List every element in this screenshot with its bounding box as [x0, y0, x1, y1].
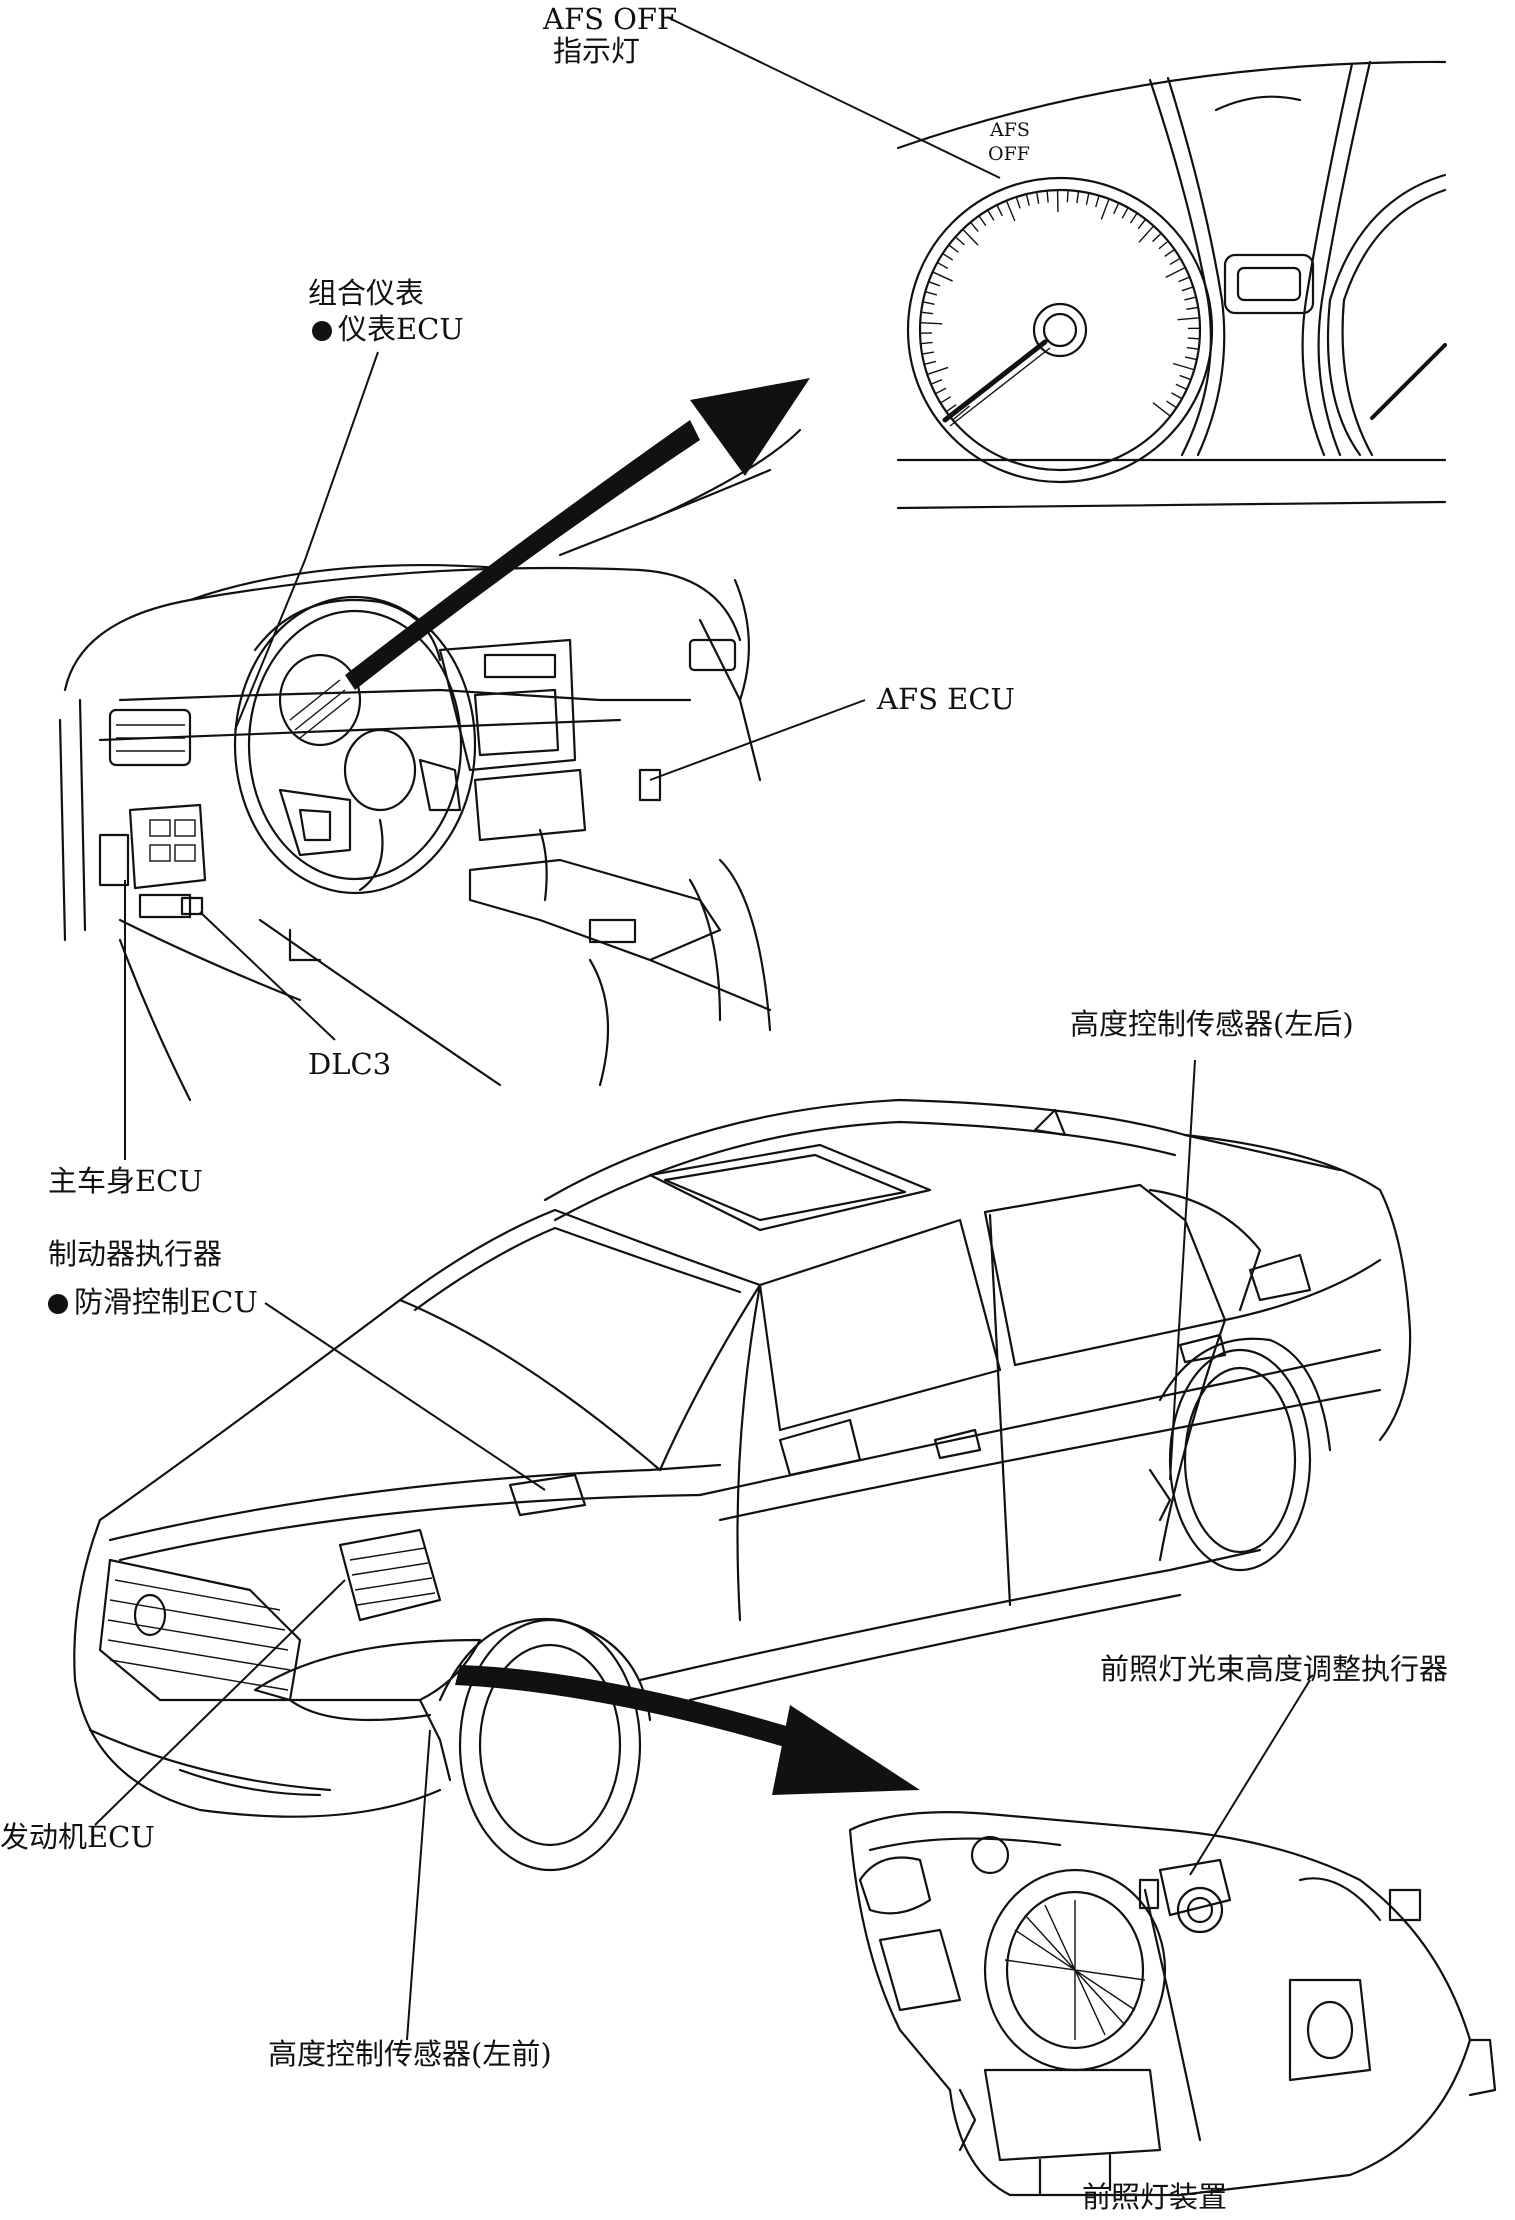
speedometer-tick [987, 209, 995, 221]
label-afs-off-indicator-1: AFS OFF [543, 2, 678, 36]
speedometer-tick [1158, 240, 1169, 250]
gauge-off-text: OFF [988, 143, 1030, 165]
speedometer-tick [936, 261, 949, 269]
speedometer-tick [1186, 306, 1199, 311]
speedometer-tick [970, 221, 979, 232]
speedometer-tick [1164, 248, 1175, 257]
car-body [73, 1098, 1412, 1872]
label-afs-ecu: AFS ECU [877, 682, 1015, 716]
speedometer-tick [1171, 392, 1183, 400]
speedometer-tick [928, 281, 941, 287]
speedometer-tick [1113, 202, 1120, 215]
speedometer-tick [1169, 257, 1181, 266]
speedometer-tick [924, 360, 937, 366]
speedometer-ticks [920, 190, 1200, 421]
speedometer-tick [1005, 200, 1016, 222]
bullet-icon [48, 1294, 68, 1314]
label-dlc3: DLC3 [308, 1047, 392, 1081]
label-afs-off-indicator-2: 指示灯 [553, 34, 641, 68]
leader-height-sensor-front [406, 1729, 431, 2041]
label-height-sensor-rear-left: 高度控制传感器(左后) [1070, 1007, 1354, 1041]
instrument-cluster-inset: AFS OFF [896, 60, 1447, 510]
bullet-icon [312, 321, 332, 341]
speedometer-tick [1025, 193, 1030, 206]
headlight-assembly-drawing [848, 1811, 1497, 2197]
leader-afs-off [666, 16, 1001, 179]
speedometer-tick [945, 404, 957, 413]
speedometer-tick [952, 405, 971, 421]
speedometer-tick [1121, 207, 1129, 219]
speedometer-tick [1085, 192, 1090, 205]
label-combination-meter: 组合仪表 [308, 276, 425, 310]
speedometer-tick [920, 341, 933, 345]
label-meter-ecu-row: 仪表ECU [312, 310, 464, 348]
speedometer-tick [1172, 362, 1195, 371]
speedometer-tick [942, 252, 954, 261]
speedometer-tick [1184, 296, 1197, 301]
label-main-body-ecu: 主车身ECU [48, 1164, 203, 1198]
speedometer-tick [1165, 266, 1186, 278]
speedometer-tick [1137, 218, 1147, 230]
gauge-afs-text: AFS [989, 119, 1030, 141]
speedometer-tick [1035, 191, 1040, 204]
speedometer-tick [1175, 383, 1188, 391]
speedometer-tick [925, 290, 938, 296]
speedometer-tick [921, 311, 934, 315]
leader-leveling-actuator [1189, 1679, 1311, 1876]
speedometer-tick [930, 378, 943, 385]
speedometer-tick [1046, 190, 1049, 203]
label-engine-ecu: 发动机ECU [0, 1820, 155, 1854]
speedometer-tick [1015, 196, 1021, 209]
leader-meter-ecu [234, 351, 379, 731]
speedometer-tick [927, 366, 949, 376]
speedometer-tick [920, 321, 943, 325]
speedometer-tick [1152, 402, 1171, 417]
label-headlight-leveling-actuator: 前照灯光束高度调整执行器 [1100, 1652, 1449, 1686]
speedometer-tick [962, 228, 979, 246]
speedometer-tick [1177, 317, 1200, 321]
speedometer-tick [922, 301, 935, 305]
speedometer-tick [1166, 400, 1177, 409]
speedometer-tick [1187, 337, 1200, 340]
speedometer-tick [955, 236, 965, 246]
label-headlight-assembly: 前照灯装置 [1082, 2180, 1228, 2214]
leader-dlc3 [199, 911, 336, 1041]
leader-engine-ecu [94, 1579, 346, 1826]
dashboard-interior [58, 428, 802, 1102]
speedometer-tick [1179, 374, 1192, 381]
speedometer-tick [1066, 190, 1069, 203]
speedometer-tick [1152, 232, 1162, 243]
speedometer-tick [932, 271, 953, 282]
label-brake-actuator: 制动器执行器 [48, 1237, 223, 1271]
arrow-to-headlight [455, 1665, 920, 1795]
speedometer-tick [996, 204, 1003, 217]
speedometer-tick [1129, 212, 1138, 224]
speedometer-tick [1100, 198, 1110, 220]
speedometer-tick [948, 244, 959, 253]
speedometer-tick [921, 351, 935, 355]
speedometer-tick [1138, 225, 1155, 243]
speedometer-tick [935, 387, 947, 395]
leader-skid-control-ecu [264, 1302, 546, 1491]
leader-height-sensor-rear [1169, 1059, 1196, 1481]
speedometer-tick [1178, 276, 1190, 283]
speedometer-tick [1076, 191, 1080, 204]
speedometer-tick [1184, 356, 1197, 361]
label-meter-ecu: 仪表ECU [338, 312, 464, 346]
speedometer-tick [1095, 195, 1100, 208]
label-skid-control-ecu-row: 防滑控制ECU [48, 1283, 258, 1321]
leader-afs-ecu [649, 699, 866, 781]
label-height-sensor-front-left: 高度控制传感器(左前) [268, 2037, 552, 2071]
label-skid-control-ecu: 防滑控制ECU [74, 1285, 258, 1319]
arrow-to-cluster [345, 378, 810, 690]
speedometer-tick [1181, 286, 1194, 292]
speedometer-tick [1186, 346, 1199, 350]
speedometer-tick [978, 215, 987, 227]
speedometer-tick [940, 396, 952, 404]
